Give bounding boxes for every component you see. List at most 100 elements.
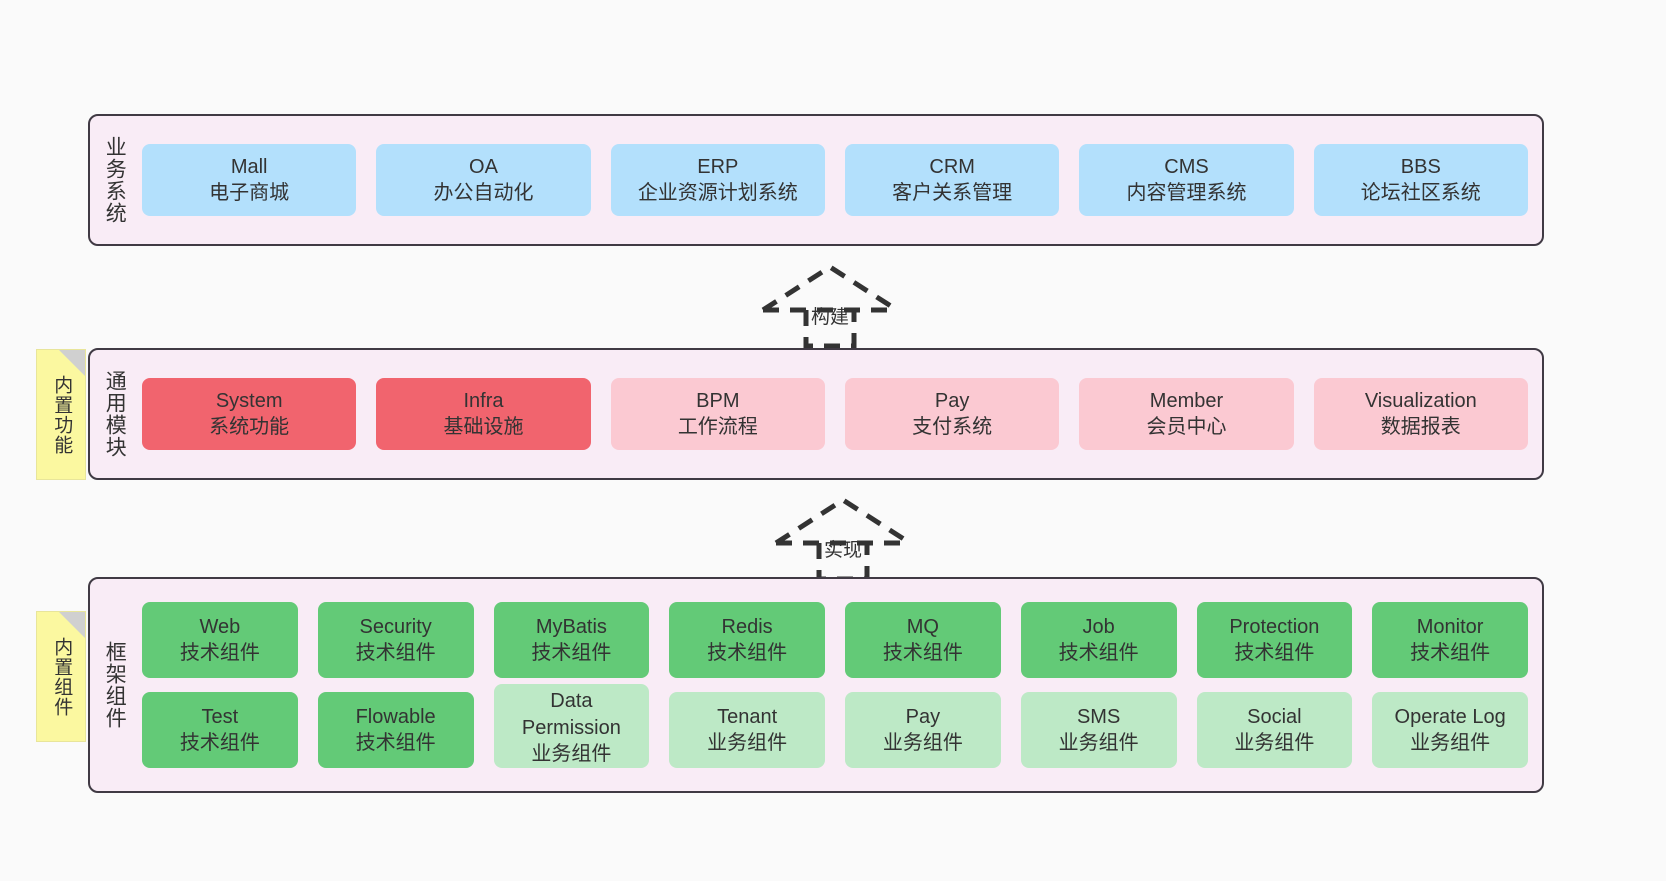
box-web-title: Web: [199, 615, 241, 638]
box-pay-component[interactable]: Pay 业务组件: [845, 692, 1001, 768]
note-builtin-function: 内置功能: [36, 349, 86, 480]
box-protection-title: Protection: [1229, 615, 1320, 638]
box-mall-title: Mall: [230, 155, 268, 178]
note-fold-icon-2: [59, 612, 85, 638]
layer-body-business-system: Mall 电子商城 OA 办公自动化 ERP 企业资源计划系统 CRM 客户关系…: [138, 116, 1542, 244]
box-system-title: System: [215, 389, 283, 412]
box-test[interactable]: Test 技术组件: [142, 692, 298, 768]
box-test-subtitle: 技术组件: [179, 732, 260, 754]
framework-row-1: Web 技术组件 Security 技术组件 MyBatis 技术组件 Redi…: [142, 602, 1528, 678]
box-web[interactable]: Web 技术组件: [142, 602, 298, 678]
box-bpm[interactable]: BPM 工作流程: [610, 378, 825, 450]
box-data-permission[interactable]: Data Permission 业务组件: [493, 684, 650, 768]
box-web-subtitle: 技术组件: [179, 642, 260, 664]
box-bpm-title: BPM: [696, 389, 740, 412]
box-pay-module-title: Pay: [934, 389, 970, 412]
box-erp-title: ERP: [697, 155, 739, 178]
box-mybatis[interactable]: MyBatis 技术组件: [493, 602, 650, 678]
box-erp-subtitle: 企业资源计划系统: [637, 182, 798, 204]
box-redis[interactable]: Redis 技术组件: [669, 602, 825, 678]
box-job[interactable]: Job 技术组件: [1020, 602, 1177, 678]
box-job-title: Job: [1082, 615, 1115, 638]
box-pay-component-title: Pay: [905, 705, 941, 728]
layer-business-system: 业务系统 Mall 电子商城 OA 办公自动化 ERP 企业资源计划系统 CRM…: [88, 114, 1544, 246]
box-operate-log-subtitle: 业务组件: [1410, 732, 1491, 754]
box-member[interactable]: Member 会员中心: [1079, 378, 1294, 450]
box-tenant[interactable]: Tenant 业务组件: [669, 692, 825, 768]
connector-build-glyph: [761, 264, 899, 349]
box-bbs[interactable]: BBS 论坛社区系统: [1313, 144, 1528, 216]
box-visualization-subtitle: 数据报表: [1380, 416, 1461, 438]
box-social[interactable]: Social 业务组件: [1196, 692, 1353, 768]
layer-title-common-module: 通用模块: [103, 370, 127, 458]
common-row: System 系统功能 Infra 基础设施 BPM 工作流程 Pay 支付系统…: [142, 378, 1528, 450]
box-redis-title: Redis: [721, 615, 773, 638]
box-sms[interactable]: SMS 业务组件: [1020, 692, 1177, 768]
box-data-permission-title: Data Permission: [521, 690, 621, 739]
box-visualization-title: Visualization: [1364, 389, 1477, 412]
box-member-subtitle: 会员中心: [1146, 416, 1227, 438]
box-data-permission-subtitle: 业务组件: [531, 743, 612, 766]
box-flowable[interactable]: Flowable 技术组件: [317, 692, 474, 768]
note-builtin-component-label: 内置组件: [51, 636, 73, 717]
note-fold-icon: [59, 350, 85, 376]
box-operate-log[interactable]: Operate Log 业务组件: [1372, 692, 1528, 768]
box-security-title: Security: [359, 615, 432, 638]
box-tenant-subtitle: 业务组件: [707, 732, 788, 754]
box-infra-title: Infra: [463, 389, 504, 412]
layer-framework-component: 框架组件 Web 技术组件 Security 技术组件 MyBatis 技术组件…: [88, 577, 1544, 793]
box-test-title: Test: [201, 705, 239, 728]
box-visualization[interactable]: Visualization 数据报表: [1313, 378, 1528, 450]
box-erp[interactable]: ERP 企业资源计划系统: [610, 144, 825, 216]
box-cms-subtitle: 内容管理系统: [1126, 182, 1247, 204]
box-flowable-title: Flowable: [355, 705, 436, 728]
box-operate-log-title: Operate Log: [1394, 705, 1506, 728]
box-redis-subtitle: 技术组件: [707, 642, 788, 664]
box-crm-subtitle: 客户关系管理: [892, 182, 1013, 204]
connector-implement-glyph: [774, 497, 912, 582]
box-crm[interactable]: CRM 客户关系管理: [844, 144, 1060, 216]
box-sms-title: SMS: [1076, 705, 1121, 728]
framework-row-2: Test 技术组件 Flowable 技术组件 Data Permission …: [142, 684, 1528, 768]
box-mq-title: MQ: [906, 615, 939, 638]
box-system[interactable]: System 系统功能: [142, 378, 357, 450]
connector-build: 构建: [760, 262, 900, 349]
box-cms[interactable]: CMS 内容管理系统: [1079, 144, 1294, 216]
box-crm-title: CRM: [929, 155, 975, 178]
box-member-title: Member: [1149, 389, 1224, 412]
box-tenant-title: Tenant: [717, 705, 778, 728]
box-cms-title: CMS: [1164, 155, 1209, 178]
box-protection-subtitle: 技术组件: [1234, 642, 1315, 664]
layer-title-business-system: 业务系统: [103, 136, 127, 224]
box-oa-subtitle: 办公自动化: [433, 182, 534, 204]
box-bbs-subtitle: 论坛社区系统: [1360, 182, 1481, 204]
box-mall[interactable]: Mall 电子商城: [142, 144, 357, 216]
box-mq[interactable]: MQ 技术组件: [845, 602, 1001, 678]
connector-implement-label: 实现: [823, 540, 863, 561]
box-monitor-subtitle: 技术组件: [1410, 642, 1491, 664]
connector-build-label: 构建: [810, 307, 850, 328]
box-flowable-subtitle: 技术组件: [355, 732, 436, 754]
box-security-subtitle: 技术组件: [355, 642, 436, 664]
box-mybatis-subtitle: 技术组件: [531, 642, 612, 664]
box-pay-module-subtitle: 支付系统: [912, 416, 993, 438]
box-monitor-title: Monitor: [1416, 615, 1484, 638]
box-social-subtitle: 业务组件: [1234, 732, 1315, 754]
box-oa[interactable]: OA 办公自动化: [376, 144, 591, 216]
box-bbs-title: BBS: [1400, 155, 1441, 178]
box-system-subtitle: 系统功能: [209, 416, 290, 438]
box-bpm-subtitle: 工作流程: [677, 416, 758, 438]
box-protection[interactable]: Protection 技术组件: [1196, 602, 1353, 678]
box-sms-subtitle: 业务组件: [1058, 732, 1139, 754]
note-builtin-function-label: 内置功能: [51, 374, 73, 455]
box-social-title: Social: [1247, 705, 1302, 728]
box-pay-component-subtitle: 业务组件: [882, 732, 963, 754]
box-security[interactable]: Security 技术组件: [317, 602, 474, 678]
layer-body-framework-component: Web 技术组件 Security 技术组件 MyBatis 技术组件 Redi…: [138, 579, 1542, 791]
box-job-subtitle: 技术组件: [1058, 642, 1139, 664]
box-mq-subtitle: 技术组件: [882, 642, 963, 664]
box-pay-module[interactable]: Pay 支付系统: [844, 378, 1060, 450]
box-infra[interactable]: Infra 基础设施: [376, 378, 591, 450]
layer-body-common-module: System 系统功能 Infra 基础设施 BPM 工作流程 Pay 支付系统…: [138, 350, 1542, 478]
box-monitor[interactable]: Monitor 技术组件: [1372, 602, 1528, 678]
